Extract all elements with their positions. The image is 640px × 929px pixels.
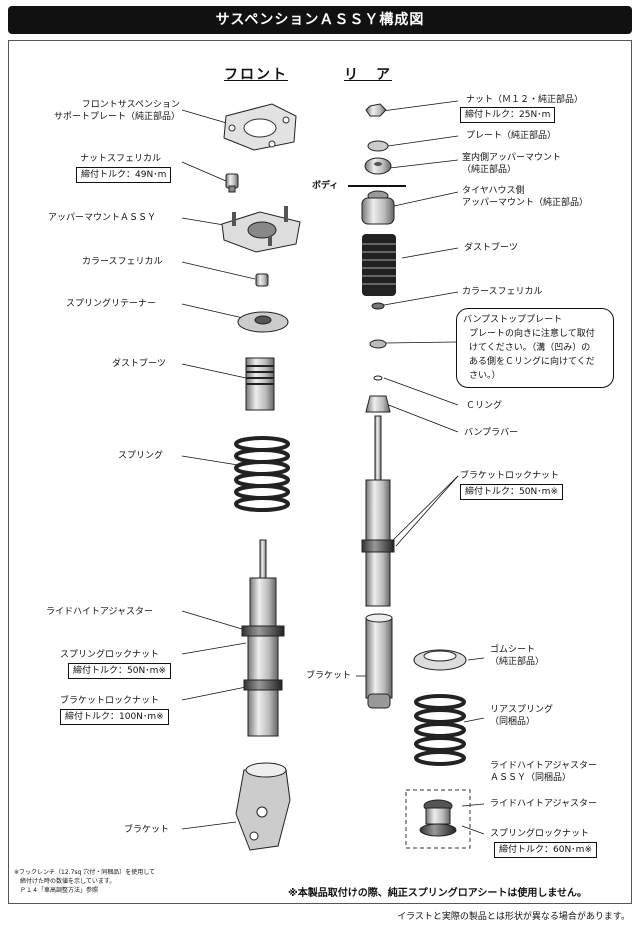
- bump-stop-plate-note: バンプストッププレート プレートの向きに注意して取付 けてください。（溝（凹み）…: [456, 308, 614, 388]
- rear-ride-height-adjuster-assy-label: ライドハイトアジャスター ＡＳＳＹ（同梱品）: [490, 761, 598, 783]
- page-title: サスペンションＡＳＳＹ構成図: [8, 6, 632, 34]
- front-support-plate: [223, 103, 297, 151]
- rear-rubber-seat: [413, 649, 467, 671]
- rear-cabin-upper-mount: [364, 157, 392, 175]
- rear-ride-height-adjuster-assy: [405, 789, 471, 849]
- rear-nut: [365, 103, 387, 117]
- rear-cabin-upper-mount-label: 室内側アッパーマウント （純正部品）: [462, 153, 562, 175]
- front-nut-spherical-label: ナットスフェリカル: [80, 154, 162, 164]
- front-spring: [234, 436, 290, 512]
- rear-nut-label: ナット（Ｍ１２・純正部品）: [466, 95, 584, 105]
- front-collar-spherical-label: カラースフェリカル: [82, 257, 163, 267]
- front-spring-retainer: [237, 311, 289, 333]
- front-dust-boot: [245, 357, 275, 411]
- rear-shock-body: [361, 415, 395, 607]
- installation-notice: ※本製品取付けの際、純正スプリングロアシートは使用しません。: [288, 888, 588, 899]
- rear-tirehouse-upper-mount: [361, 190, 395, 225]
- front-spring-retainer-label: スプリングリテーナー: [66, 299, 157, 309]
- rear-nut-torque: 締付トルク：25N･m: [460, 107, 556, 123]
- rear-bump-rubber-label: バンプラバー: [464, 428, 519, 438]
- rear-bracket-label: ブラケット: [306, 671, 352, 681]
- rear-leader-lines: [356, 100, 485, 835]
- rear-collar-spherical: [371, 302, 385, 310]
- bump-stop-plate-label: バンプストッププレート: [463, 315, 563, 325]
- rear-bracket-lock-nut-label: ブラケットロックナット: [460, 471, 560, 481]
- bump-stop-plate-note-text: プレートの向きに注意して取付 けてください。（溝（凹み）の ある側をＣリングに向…: [469, 329, 595, 381]
- front-header: フロント: [224, 67, 288, 83]
- front-support-plate-label: フロントサスペンション サポートプレート（純正部品）: [53, 100, 180, 122]
- front-bracket: [235, 762, 291, 851]
- front-shock-body: [241, 539, 285, 737]
- front-nut-spherical: [225, 173, 239, 193]
- rear-plate: [367, 140, 389, 152]
- front-dust-boot-label: ダストブーツ: [112, 359, 166, 369]
- rear-spring: [414, 694, 466, 766]
- rear-bump-stop-plate: [369, 339, 387, 349]
- rear-ride-height-adjuster-label: ライドハイトアジャスター: [490, 799, 598, 809]
- rear-c-ring: [373, 375, 383, 381]
- rear-plate-label: プレート（純正部品）: [466, 131, 557, 141]
- front-nut-spherical-torque: 締付トルク：49N･m: [76, 167, 172, 183]
- front-bracket-label: ブラケット: [124, 825, 170, 835]
- front-spring-lock-nut-label: スプリングロックナット: [60, 650, 160, 660]
- front-spring-label: スプリング: [118, 451, 164, 461]
- front-collar-spherical: [255, 273, 269, 287]
- rear-bracket-lock-nut-torque: 締付トルク：50N･m※: [460, 484, 563, 500]
- rear-collar-spherical-label: カラースフェリカル: [462, 287, 543, 297]
- rear-body-label: ボディ: [312, 181, 339, 191]
- front-upper-mount-label: アッパーマウントＡＳＳＹ: [48, 213, 157, 223]
- rear-spring-lock-nut-label: スプリングロックナット: [490, 829, 590, 839]
- front-spring-lock-nut-torque: 締付トルク：50N･m※: [68, 663, 171, 679]
- front-bracket-lock-nut-label: ブラケットロックナット: [60, 696, 160, 706]
- diagram-frame: [8, 40, 632, 904]
- front-upper-mount: [221, 206, 301, 253]
- front-bracket-lock-nut-torque: 締付トルク：100N･m※: [60, 709, 169, 725]
- rear-dust-boot: [362, 234, 396, 296]
- rear-bump-rubber: [365, 395, 391, 413]
- rear-rubber-seat-label: ゴムシート （純正部品）: [490, 645, 545, 667]
- rear-tirehouse-upper-mount-label: タイヤハウス側 アッパーマウント（純正部品）: [462, 186, 589, 208]
- front-leader-lines: [181, 109, 256, 830]
- footnote: ※フックレンチ（12.7sq 穴付・同梱品）を使用して 締付けた時の数値を示して…: [14, 869, 156, 894]
- rear-header: リ ア: [344, 67, 392, 83]
- rear-bracket: [365, 613, 393, 709]
- front-ride-height-adjuster-label: ライドハイトアジャスター: [46, 607, 154, 617]
- rear-spring-label: リアスプリング （同梱品）: [490, 705, 554, 727]
- rear-c-ring-label: Ｃリング: [466, 401, 503, 411]
- rear-dust-boot-label: ダストブーツ: [464, 243, 518, 253]
- disclaimer: イラストと実際の製品とは形状が異なる場合があります。: [397, 912, 630, 922]
- rear-spring-lock-nut-torque: 締付トルク：60N･m※: [494, 842, 597, 858]
